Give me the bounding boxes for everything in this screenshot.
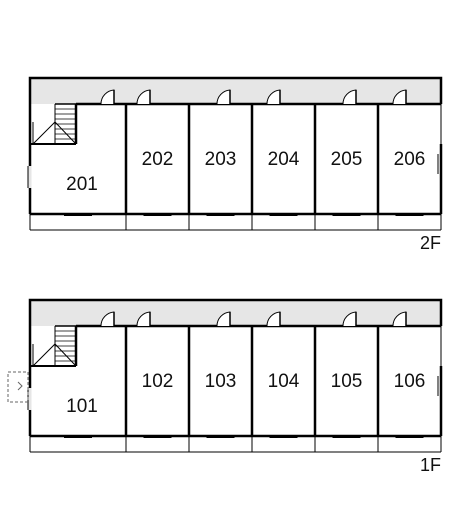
floor-1f-plan: 101 102 103 104 105 106 1F	[7, 298, 443, 475]
room-number: 202	[142, 149, 174, 170]
stair-landing	[32, 343, 77, 367]
outer-wall	[28, 298, 443, 436]
corridor	[30, 78, 441, 104]
floor-label: 1F	[420, 455, 441, 475]
room-number: 205	[331, 149, 363, 170]
corridor	[30, 300, 441, 326]
room-number: 201	[66, 174, 98, 195]
room-number: 103	[205, 371, 237, 392]
exterior-unit	[7, 371, 29, 403]
room-number: 104	[268, 371, 300, 392]
floor-label: 2F	[420, 233, 441, 253]
outer-wall	[28, 76, 443, 214]
room-number: 206	[394, 149, 426, 170]
room-number: 204	[268, 149, 300, 170]
room-number: 105	[331, 371, 363, 392]
stair-landing	[32, 121, 77, 145]
room-number: 101	[66, 396, 98, 417]
room-number: 106	[394, 371, 426, 392]
exterior-unit-mark	[17, 381, 23, 391]
floor-2f-plan: 201 202 203 204 205 206 2F	[27, 76, 443, 253]
room-number: 203	[205, 149, 237, 170]
room-number: 102	[142, 371, 174, 392]
